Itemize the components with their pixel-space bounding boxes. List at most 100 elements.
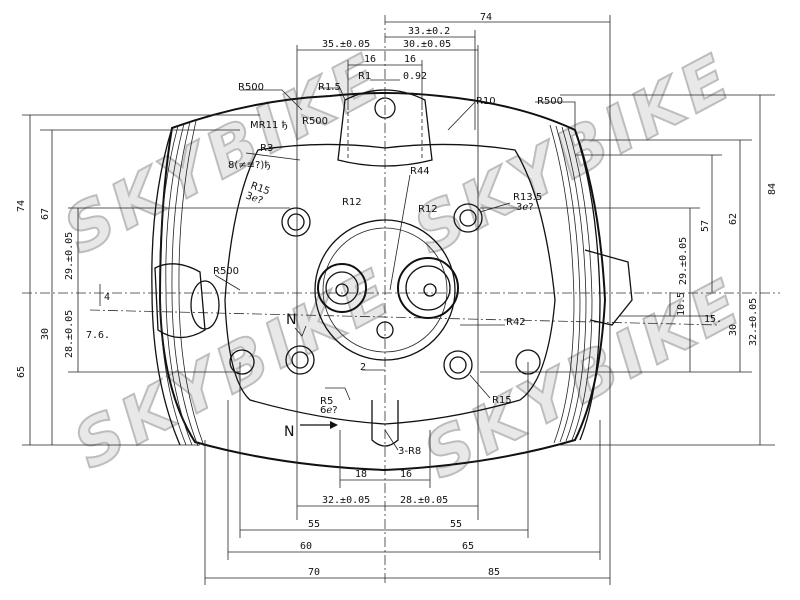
dim-18-bottom: 18 [355,469,367,480]
top-boss [337,89,433,167]
label-r13-5: R13.5 [513,192,542,203]
watermark-text: SKYBIKE [413,265,757,495]
dim-70-bottom: 70 [308,567,320,578]
inner-face-contour [224,143,556,425]
dim-10-5-right: 10.5 [676,292,687,316]
label-r1-5: R1.5 [318,82,341,93]
dim-55a-bottom: 55 [308,519,320,530]
watermark-text: SKYBIKE [403,40,747,270]
bolt-hole [281,207,311,237]
dim-35-top: 35.±0.05 [322,39,370,50]
n-section-mark [294,325,307,337]
bolt-hole [453,203,483,233]
label-n-2: N [284,424,294,440]
label-r3: R3 [260,143,273,154]
intake-valve-stem [335,283,349,297]
label-3-r8: 3-R8 [398,446,421,457]
left-fin [159,125,187,446]
head-outer-contour [158,92,607,472]
bolt-holes [229,203,541,380]
label-3b: 3ℯ? [516,202,534,213]
exhaust-valve-seat [397,257,459,319]
dim-30-right: 30 [728,324,739,336]
watermark-text: SKYBIKE [53,40,397,270]
dim-65-left: 65 [16,366,27,378]
dim-65-bottom: 65 [462,541,474,552]
dim-16b-top: 16 [404,54,416,65]
dim-28-left: 28.±0.05 [64,310,75,358]
left-fin [151,127,181,446]
label-r500-c: R500 [302,116,328,127]
stud-hole [229,349,255,375]
bolt-hole-inner [291,351,309,369]
left-fin [178,120,205,447]
right-fin [574,129,601,441]
dimension-labels: 74 33.±0.2 35.±0.05 30.±0.05 16 16 R1 0.… [16,12,778,578]
right-fin [561,126,587,442]
bolt-hole [443,350,473,380]
dim-62-right: 62 [728,213,739,225]
label-6: 6ℯ? [320,405,338,416]
intake-stub [154,263,206,339]
label-r500-b: R500 [537,96,563,107]
combustion-chamber [314,219,459,361]
dim-32-right: 32.±0.05 [748,298,759,346]
dim-60-bottom: 60 [300,541,312,552]
bottom-notch [371,400,399,447]
label-r15-b: R15 [492,395,512,406]
dim-85-bottom: 85 [488,567,500,578]
label-r12-b: R12 [418,204,438,215]
bolt-hole [285,345,315,375]
spark-plug-hole [376,321,394,339]
oblique-center-line [89,309,721,326]
center-lines [22,15,780,585]
label-r12-a: R12 [342,197,362,208]
dim-74-top: 74 [480,12,492,23]
dim-29-left: 29.±0.05 [64,232,75,280]
right-fin [567,127,593,441]
label-r42: R42 [506,317,526,328]
label-r500-d: R500 [213,266,239,277]
label-n-1: N [286,312,296,328]
left-fin [165,123,193,446]
arrows [294,325,338,429]
dim-32-bottom: 32.±0.05 [322,495,370,506]
label-r5: R5 [320,396,333,407]
dim-84-right: 84 [767,183,778,195]
right-ear [584,249,633,326]
right-fin [555,125,581,443]
dim-28-bottom: 28.±0.05 [400,495,448,506]
left-fin [171,121,199,447]
dim-55b-bottom: 55 [450,519,462,530]
dim-74-left: 74 [16,200,27,212]
watermark-text: SKYBIKE [63,255,407,485]
dim-29-right: 29.±0.05 [678,237,689,285]
label-mr11: MR11 ђ [250,119,288,131]
label-r10: R10 [476,96,496,107]
chamber-circle [314,219,456,361]
bolt-hole-inner [459,209,477,227]
dim-16a-top: 16 [364,54,376,65]
dim-16-bottom: 16 [400,469,412,480]
dim-4-left: 4 [104,292,110,303]
bolt-hole-inner [287,213,305,231]
dim-7-6-left: 7.6. [86,330,110,341]
head-outline [151,89,633,472]
top-hole [374,97,396,119]
label-r44: R44 [410,166,430,177]
dim-15-right: 15. [704,314,722,325]
dim-33-top: 33.±0.2 [408,26,450,37]
dim-30-top: 30.±0.05 [403,39,451,50]
dim-30-left: 30 [40,328,51,340]
intake-valve [325,271,359,305]
label-8: 8(≠≡?)ђ [228,159,270,171]
right-fin [549,124,575,444]
chamber-inner-circle [322,227,448,353]
label-r500-a: R500 [238,82,264,93]
dim-2: 2 [360,362,366,373]
n-arrow-head [330,421,338,429]
dim-57-right: 57 [700,220,711,232]
bolt-hole-inner [449,356,467,374]
